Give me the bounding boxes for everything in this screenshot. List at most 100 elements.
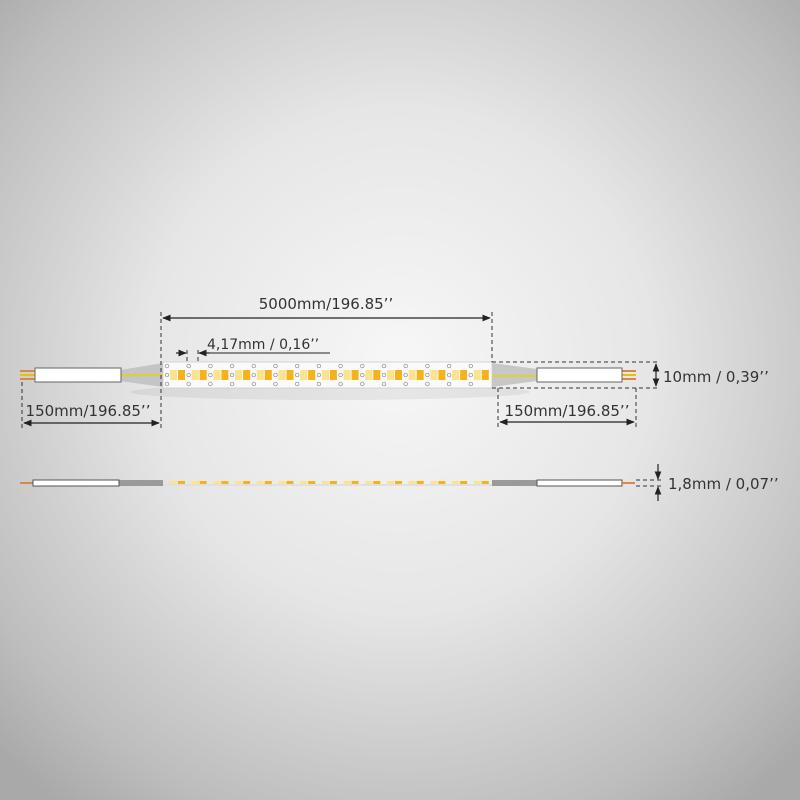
led-chip [460,370,468,380]
solder-pad [186,372,191,378]
solder-pad [229,372,235,378]
solder-pad [295,381,300,387]
led-chip [481,370,489,380]
solder-pad [208,363,213,369]
solder-pad [425,381,430,387]
led-chip-side [308,481,316,484]
width-label: 10mm / 0,39’’ [663,368,769,386]
led-chip [351,370,359,380]
led-chip-side [321,481,329,484]
led-chip [264,370,272,380]
led-chip [416,370,424,380]
led-chip [256,370,264,380]
right-cable-label: 150mm/196.85’’ [505,402,630,420]
solder-pad [251,381,256,387]
solder-pad [468,372,473,378]
led-chip [365,370,373,380]
led-chip-side [329,481,337,484]
led-chip-side [178,481,185,484]
solder-pad [251,372,256,378]
solder-pad [316,372,322,378]
led-row-side [170,481,489,484]
solder-pad [295,363,300,369]
led-chip [191,370,199,380]
led-chip-side [373,481,381,484]
led-chip-side [199,481,207,484]
led-chip-side [286,481,294,484]
strip-top-view [20,361,636,400]
solder-pad [338,381,343,387]
led-chip-side [213,481,221,484]
led-chip [373,370,381,380]
left-cable [20,363,163,387]
left-cable-label: 150mm/196.85’’ [26,402,151,420]
led-chip [213,370,221,380]
led-chip [438,370,446,380]
led-chip [408,370,416,380]
led-chip-side [235,481,243,484]
right-cable [492,363,636,387]
solder-pad [446,372,452,378]
led-chip-side [221,481,229,484]
solder-pad [425,363,430,369]
guide-lines [21,312,664,487]
solder-pad [229,363,235,369]
led-chip-side [278,481,286,484]
led-chip-side [264,481,272,484]
led-chip [395,370,402,380]
led-chip [321,370,329,380]
led-chip [430,370,438,380]
led-chip [387,370,394,380]
led-chip-side [343,481,351,484]
led-chip [278,370,286,380]
led-chip [329,370,337,380]
led-chip [243,370,251,380]
led-chip-side [452,481,460,484]
led-chip-side [430,481,438,484]
solder-pad [208,372,213,378]
led-chip-side [387,481,394,484]
led-chip-side [416,481,424,484]
led-chip [308,370,316,380]
solder-pad [360,372,365,378]
led-chip [235,370,243,380]
led-chip [452,370,460,380]
solder-pad [338,372,343,378]
solder-pad [446,363,452,369]
solder-pad [164,363,170,369]
led-row-top [164,363,489,387]
led-chip-side [438,481,446,484]
led-chip [170,370,177,380]
solder-pad [229,381,235,387]
thickness-label: 1,8mm / 0,07’’ [668,475,779,493]
length-label: 5000mm/196.85’’ [259,295,393,313]
solder-pad [360,381,365,387]
led-chip [343,370,351,380]
strip-side-view [20,479,635,487]
solder-pad [338,363,343,369]
led-chip [286,370,294,380]
solder-pad [273,381,278,387]
solder-pad [446,381,452,387]
solder-pad [208,381,213,387]
led-chip [300,370,308,380]
led-chip-side [365,481,373,484]
led-chip-side [408,481,416,484]
led-chip-side [243,481,251,484]
solder-pad [164,381,170,387]
led-chip [199,370,207,380]
solder-pad [316,381,322,387]
solder-pad [403,381,408,387]
solder-pad [360,363,365,369]
led-chip-side [481,481,489,484]
led-chip [221,370,229,380]
led-chip [178,370,185,380]
solder-pad [381,372,387,378]
solder-pad [316,363,322,369]
led-chip-side [191,481,199,484]
solder-pad [403,372,408,378]
led-chip-side [300,481,308,484]
solder-pad [251,363,256,369]
solder-pad [273,363,278,369]
